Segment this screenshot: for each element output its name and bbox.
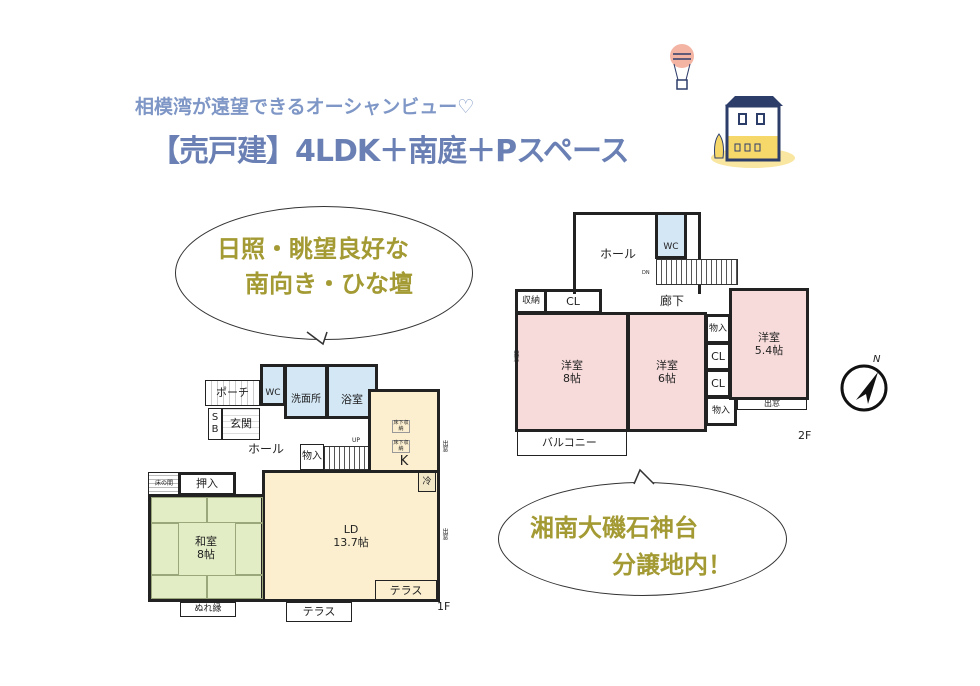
floor-1f-label: 1F (437, 600, 451, 613)
kitchen-label: K (399, 454, 409, 470)
bath-label: 浴室 (341, 392, 363, 406)
washroom: 洗面所 (284, 364, 328, 419)
balloon-icon (670, 44, 694, 90)
entrance: 玄関 (222, 408, 260, 440)
engawa: ぬれ縁 (180, 602, 236, 617)
tatami (207, 575, 263, 599)
engawa-label: ぬれ縁 (194, 604, 222, 615)
shuno-label: 収納 (521, 296, 540, 307)
bay-label: 出窓 (764, 399, 780, 409)
window-label: 出窓 (441, 528, 448, 540)
tatami (151, 523, 179, 575)
oshiire-closet: 押入 (178, 472, 236, 496)
toilet-1f: WC (260, 364, 286, 406)
underfloor-storage: 床下収納 (392, 440, 410, 453)
subtitle: 相模湾が遠望できるオーシャンビュー♡ (135, 96, 475, 118)
storage-label: 物入 (302, 451, 322, 462)
terrace-south: テラス (286, 602, 352, 622)
closet-3: CL (705, 369, 731, 398)
tatami (207, 497, 263, 523)
entrance-label: 玄関 (230, 417, 252, 431)
room-label: 洋室 (758, 330, 780, 344)
sb-label: S B (211, 412, 219, 435)
storage-label: 物入 (708, 323, 727, 334)
window-label: 出窓 (441, 440, 448, 452)
storage-label: 物入 (711, 405, 730, 416)
compass-north-icon (840, 364, 888, 412)
cl-label: CL (711, 349, 725, 363)
bubble-tail (306, 331, 328, 346)
ld-label: LD (343, 522, 359, 536)
room-label: 洋室 (656, 358, 678, 372)
balcony-label: バルコニー (542, 436, 597, 450)
room-label: 洋室 (561, 358, 583, 372)
stairs-1f (324, 446, 369, 470)
speech-bubble-top (175, 206, 473, 340)
tatami (235, 523, 263, 575)
cl-label: CL (566, 294, 580, 308)
bubble-tail (633, 468, 655, 485)
wc-2f-label: WC (663, 242, 679, 253)
room-size: 8帖 (563, 372, 581, 385)
room-size: 6帖 (658, 372, 676, 385)
washitsu-label: 和室 (195, 534, 217, 548)
tatami (151, 497, 207, 523)
wc-label: WC (265, 388, 281, 399)
toilet-2f: WC (655, 212, 687, 259)
hall-2f: ホール (573, 212, 701, 294)
room-size: 5.4帖 (754, 344, 784, 357)
hall-1f-label: ホール (248, 442, 285, 456)
floor-2f-label: 2F (798, 429, 812, 442)
terrace-label: テラス (389, 584, 423, 598)
underfloor-storage: 床下収納 (392, 420, 410, 433)
bay-window: 出窓 (737, 398, 807, 410)
up-label: UP (352, 437, 361, 444)
terrace-east: テラス (375, 580, 437, 602)
washitsu-size: 8帖 (197, 548, 215, 561)
bubble-bottom-line2: 分譲地内！ (612, 551, 732, 579)
balcony: バルコニー (517, 430, 627, 456)
window-label: 出窓 (512, 350, 519, 362)
closet-1: CL (544, 289, 602, 314)
shuno-storage: 収納 (515, 289, 547, 314)
page-title: 【売戸建】4LDK＋南庭＋Pスペース (150, 134, 630, 169)
porch: ポーチ (205, 380, 260, 406)
storage-2f: 物入 (705, 314, 731, 344)
tokonoma: 床の間 (148, 472, 180, 496)
tokonoma-label: 床の間 (154, 480, 173, 488)
fridge-label: 冷 (422, 476, 432, 487)
terrace-label: テラス (302, 605, 336, 619)
stairs-2f (656, 259, 738, 285)
compass-label: N (873, 354, 881, 365)
cl-label: CL (711, 376, 725, 390)
hall-2f-label: ホール (600, 247, 637, 261)
ld-size: 13.7帖 (333, 536, 369, 549)
dn-label: DN (642, 270, 650, 276)
bubble-top-line2: 南向き・ひな壇 (245, 270, 413, 298)
porch-label: ポーチ (216, 386, 249, 400)
closet-2: CL (705, 342, 731, 371)
tatami (151, 575, 207, 599)
washroom-label: 洗面所 (291, 394, 321, 405)
shoe-box: S B (208, 408, 222, 440)
storage-1f: 物入 (300, 444, 324, 470)
house-illustration-icon (711, 96, 795, 168)
oshiire-label: 押入 (196, 477, 218, 491)
fridge-space: 冷 (418, 472, 436, 492)
bubble-top-line1: 日照・眺望良好な (217, 235, 409, 263)
bubble-bottom-line1: 湘南大磯石神台 (530, 514, 698, 542)
corridor-label: 廊下 (660, 294, 685, 308)
storage-2f: 物入 (705, 396, 737, 426)
